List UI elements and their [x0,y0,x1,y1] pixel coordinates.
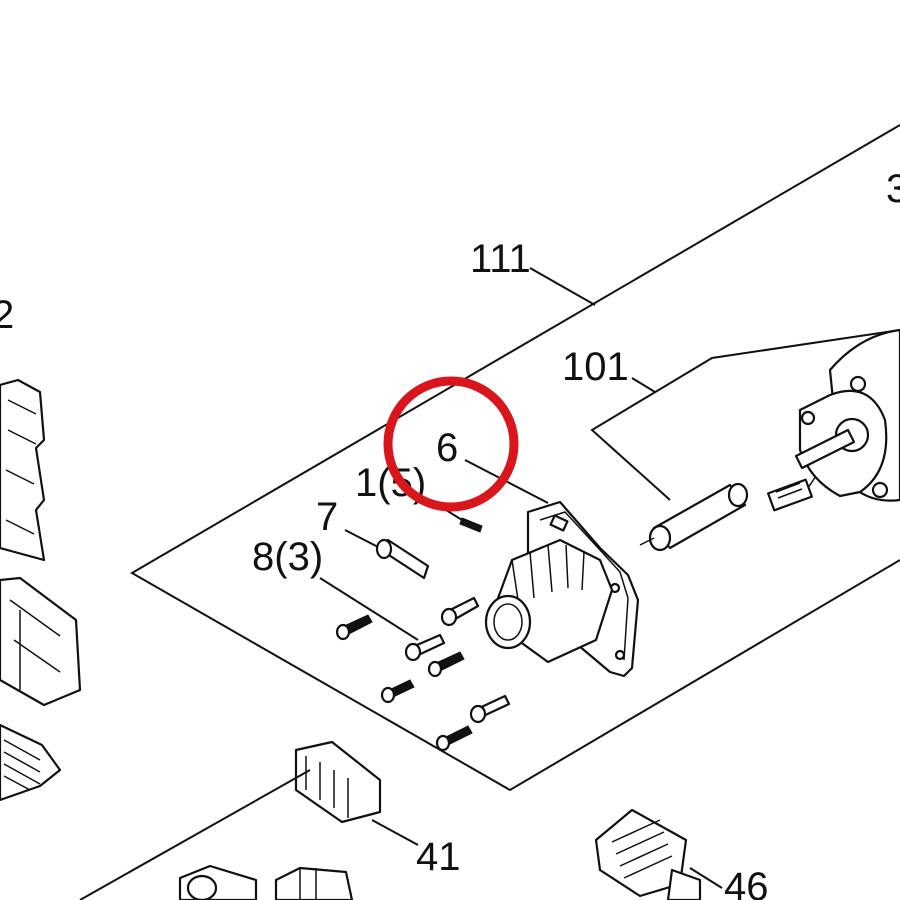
callout-labels: 111 101 6 1(5) 7 8(3) 41 46 2 3 [0,167,900,900]
gear-hub [484,538,614,664]
coupling-shaft [639,482,749,552]
screw-8b [404,633,446,662]
callout-111: 111 [470,237,531,281]
screw-upper [440,596,480,627]
screw-lower-right [469,694,511,724]
callout-2: 2 [0,293,14,337]
screw-8c [427,651,465,678]
highlight-circle [383,376,519,512]
part-46 [594,808,702,900]
callout-3: 3 [886,167,900,211]
motor-101 [794,328,900,502]
assembly-frame [130,124,900,792]
screw-8a [335,614,373,641]
leader-7 [344,529,381,549]
callout-8-3: 8(3) [252,535,323,579]
callout-46: 46 [724,865,769,900]
lower-left-partial [79,769,311,900]
screw-7 [375,538,430,580]
leader-101 [631,377,656,393]
subassembly-101-outline [590,329,900,501]
callout-6: 6 [436,426,458,470]
screw-bottom [435,725,473,752]
callout-101: 101 [562,345,629,389]
leader-41 [371,819,419,846]
left-partial-assembly [0,378,82,802]
leader-46 [689,867,723,889]
leader-111 [529,267,596,306]
callout-7: 7 [316,495,338,539]
bracket-41 [274,740,382,900]
callout-41: 41 [416,835,461,879]
pin-1-5 [459,517,483,533]
screw-8d [380,679,415,704]
leader-8-3 [319,577,419,641]
